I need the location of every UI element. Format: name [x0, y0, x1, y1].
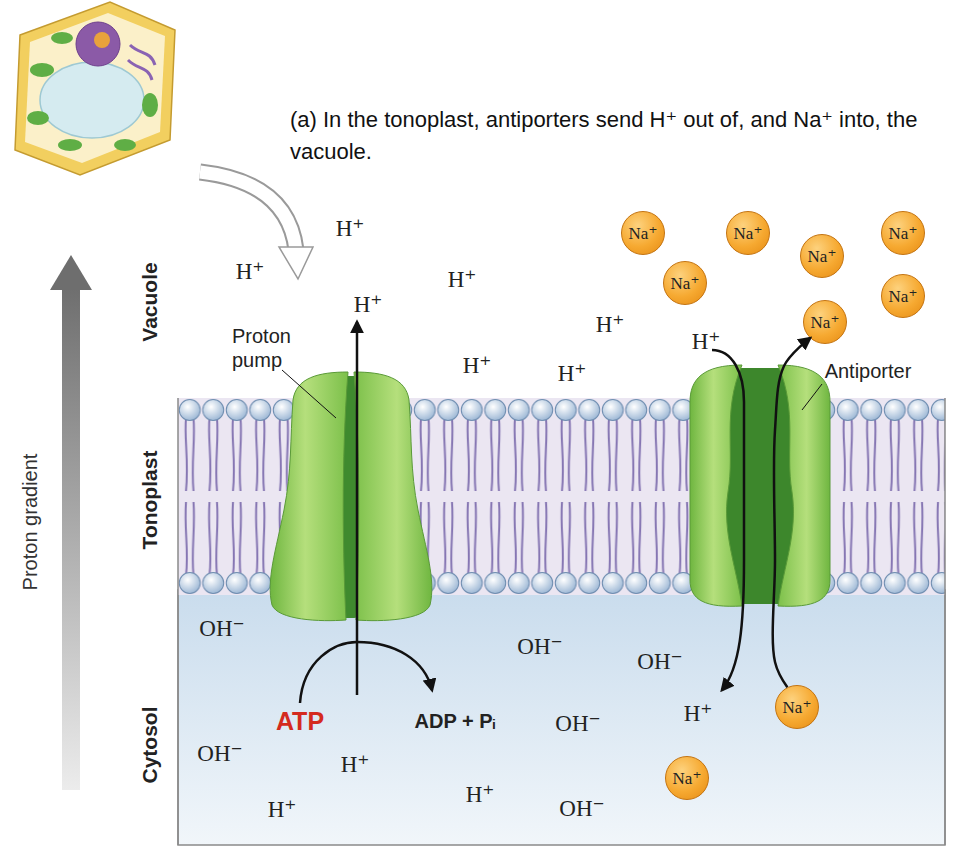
molecule-label: ADP + Pᵢ [415, 710, 496, 733]
proton-gradient-arrow [50, 255, 92, 790]
ion-symbol: Na⁺ [671, 273, 700, 294]
part-label: Antiporter [825, 360, 912, 383]
sodium-ion: Na⁺ [663, 261, 707, 305]
sodium-ion: Na⁺ [621, 211, 665, 255]
proton-label: H⁺ [466, 781, 495, 808]
gradient-shaft [62, 285, 80, 790]
chloroplast [142, 93, 158, 117]
chloroplast [51, 32, 73, 44]
zoom-arrow-head [279, 247, 313, 279]
region-label: Cytosol [138, 706, 162, 783]
ion-symbol: Na⁺ [889, 286, 918, 307]
chloroplast [114, 139, 136, 151]
nucleus [76, 22, 120, 66]
proton-label: H⁺ [341, 751, 370, 778]
sodium-ion: Na⁺ [803, 300, 847, 344]
antiporter-half [778, 365, 830, 606]
proton-label: H⁺ [354, 291, 383, 318]
frame-line [177, 398, 179, 845]
gradient-head [50, 255, 92, 290]
proton-label: H⁺ [558, 360, 587, 387]
endoplasmic-reticulum [128, 45, 155, 80]
sodium-ion: Na⁺ [665, 756, 709, 800]
chloroplast [58, 139, 82, 151]
frame-line [944, 398, 946, 845]
hydroxide-label: OH⁻ [555, 710, 600, 737]
vacuole-shape [40, 62, 144, 138]
ion-symbol: Na⁺ [734, 223, 763, 244]
antiporter-half [690, 365, 742, 606]
sodium-ion: Na⁺ [881, 274, 925, 318]
cell-interior [25, 13, 165, 163]
cytosol-region [178, 590, 945, 845]
ion-symbol: Na⁺ [889, 223, 918, 244]
leader-line [802, 384, 822, 410]
proton-label: H⁺ [463, 352, 492, 379]
ion-symbol: Na⁺ [629, 223, 658, 244]
zoom-arrow-body [200, 172, 296, 250]
cell-wall [15, 2, 175, 175]
pump-half [270, 372, 348, 621]
plant-cell-illustration [15, 2, 175, 175]
hydroxide-label: OH⁻ [559, 795, 604, 822]
sodium-ion: Na⁺ [881, 211, 925, 255]
ion-symbol: Na⁺ [783, 697, 812, 718]
chloroplast [30, 63, 54, 77]
figure-title: (a) In the tonoplast, antiporters send H… [290, 104, 962, 168]
leader-line [282, 370, 336, 418]
proton-label: H⁺ [236, 258, 265, 285]
hydroxide-label: OH⁻ [199, 615, 244, 642]
hydroxide-label: OH⁻ [197, 740, 242, 767]
antiporter-shape [690, 365, 830, 606]
pump-half [354, 372, 432, 621]
sodium-ion: Na⁺ [726, 211, 770, 255]
sodium-ion: Na⁺ [775, 685, 819, 729]
proton-label: H⁺ [684, 700, 713, 727]
hydroxide-label: OH⁻ [637, 648, 682, 675]
proton-label: H⁺ [336, 215, 365, 242]
axis-label: Proton gradient [19, 454, 42, 591]
nucleolus [94, 32, 110, 48]
ion-symbol: Na⁺ [811, 312, 840, 333]
sodium-transport-arrow [773, 338, 810, 687]
part-label: Proton pump [232, 324, 332, 372]
ion-symbol: Na⁺ [808, 246, 837, 267]
sodium-ion: Na⁺ [800, 234, 844, 278]
zoom-arrow-outline [200, 172, 296, 250]
hydroxide-label: OH⁻ [517, 633, 562, 660]
region-label: Tonoplast [138, 451, 162, 550]
pump-proton-arrow [356, 322, 359, 695]
proton-label: H⁺ [596, 311, 625, 338]
chloroplast [27, 111, 49, 125]
proton-label: H⁺ [448, 266, 477, 293]
molecule-label: ATP [276, 707, 324, 736]
region-label: Vacuole [138, 262, 162, 341]
proton-pump-shape [270, 372, 432, 621]
atp-hydrolysis-arrow [300, 642, 432, 703]
antiporter-proton-arrow [712, 350, 744, 690]
proton-label: H⁺ [268, 796, 297, 823]
proton-label: H⁺ [692, 328, 721, 355]
ion-symbol: Na⁺ [673, 768, 702, 789]
